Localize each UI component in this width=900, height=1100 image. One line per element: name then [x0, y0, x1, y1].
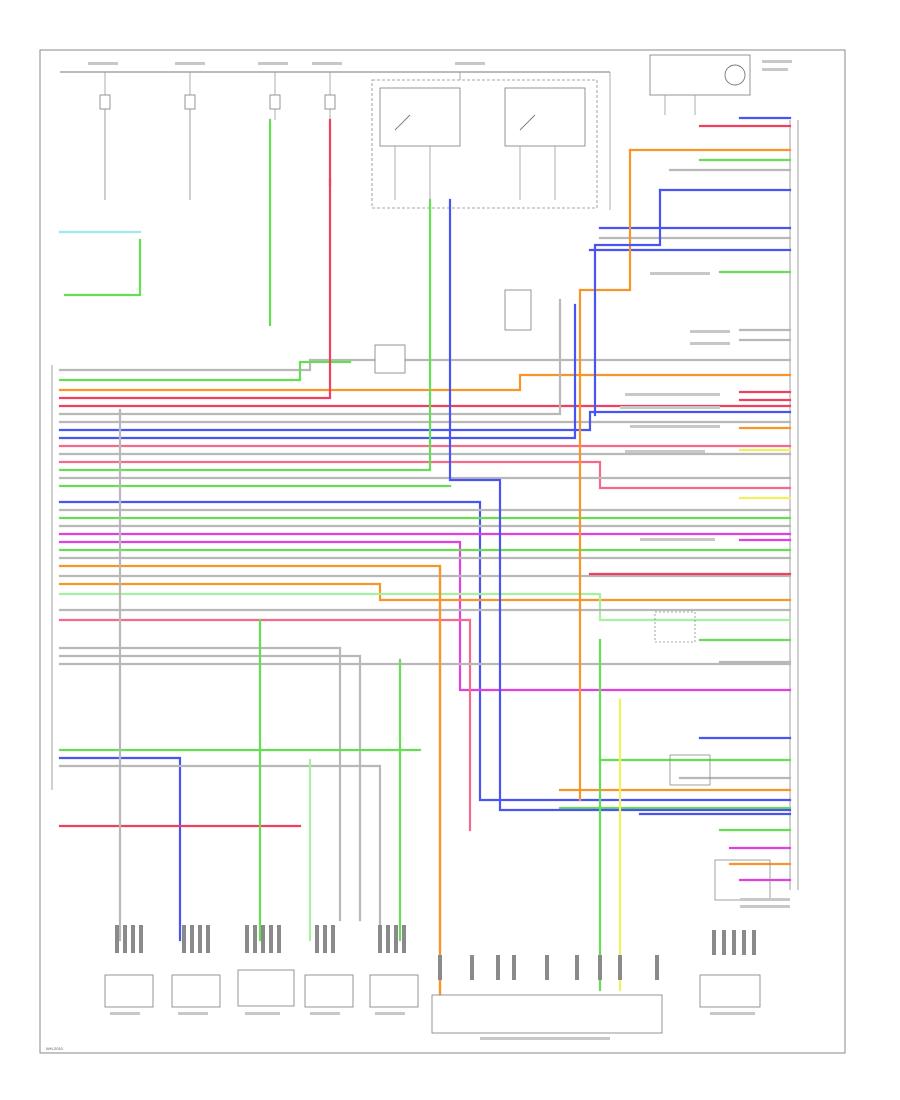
fuse-block-top — [99, 94, 336, 200]
bottom-connector-4 — [304, 974, 354, 1008]
diagram-code: WH-2010 — [46, 1046, 64, 1051]
bottom-connector-3 — [237, 969, 295, 1007]
sensor-box-upper-right — [649, 54, 751, 115]
diagram-frame — [39, 49, 846, 1054]
right-side-wires — [558, 116, 792, 882]
bottom-connector-5 — [369, 974, 419, 1008]
vertical-harness — [58, 118, 792, 1002]
label-marks — [88, 60, 792, 1040]
bottom-connectors — [104, 969, 761, 1034]
relay-box-top — [371, 79, 598, 209]
connector-pins — [115, 925, 756, 980]
bottom-connector-2 — [171, 974, 221, 1008]
bottom-right-connector — [699, 974, 761, 1008]
right-connector-strip — [789, 120, 799, 890]
horizontal-harness — [58, 178, 792, 1002]
transmission-switch-box — [431, 994, 663, 1034]
mid-right-components — [374, 289, 771, 901]
bottom-connector-1 — [104, 974, 154, 1008]
